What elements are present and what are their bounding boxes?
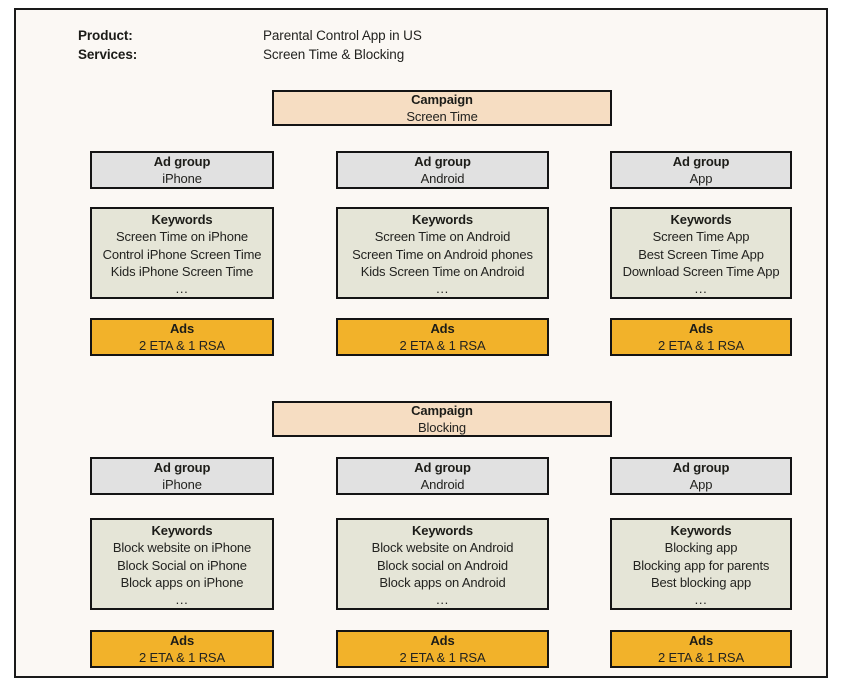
ads-detail: 2 ETA & 1 RSA — [658, 338, 744, 353]
keyword-item: Block social on Android — [377, 557, 508, 573]
keywords-ellipsis: ... — [436, 280, 449, 296]
keywords-ellipsis: ... — [694, 591, 708, 607]
services-value: Screen Time & Blocking — [263, 47, 405, 62]
keywords-ellipsis: ... — [694, 280, 708, 296]
keywords-screen-time-android[interactable]: Keywords Screen Time on Android Screen T… — [336, 207, 549, 299]
ads-detail: 2 ETA & 1 RSA — [139, 338, 225, 353]
keywords-ellipsis: ... — [175, 591, 189, 607]
ads-blocking-app[interactable]: Ads 2 ETA & 1 RSA — [610, 630, 792, 668]
ads-title: Ads — [430, 320, 455, 336]
keywords-ellipsis: ... — [175, 280, 189, 296]
keyword-item: Block website on iPhone — [112, 540, 252, 556]
ad-group-screen-time-app[interactable]: Ad group App — [610, 151, 792, 189]
keyword-item: Screen Time on iPhone — [116, 229, 248, 245]
ads-detail: 2 ETA & 1 RSA — [399, 650, 486, 665]
keyword-item: Best blocking app — [650, 574, 752, 590]
ads-title: Ads — [688, 320, 714, 336]
campaign-title: Campaign — [411, 402, 473, 418]
meta-row-services: Services: Screen Time & Blocking — [78, 47, 598, 66]
ad-group-name: App — [689, 477, 713, 492]
campaign-name: Blocking — [418, 420, 466, 435]
ad-group-name: Android — [420, 171, 465, 186]
keywords-blocking-android[interactable]: Keywords Block website on Android Block … — [336, 518, 549, 610]
keywords-screen-time-iphone[interactable]: Keywords Screen Time on iPhone Control i… — [90, 207, 274, 299]
product-label: Product: — [78, 28, 133, 43]
ads-detail: 2 ETA & 1 RSA — [658, 650, 744, 665]
ad-group-title: Ad group — [672, 153, 730, 169]
ad-group-blocking-android[interactable]: Ad group Android — [336, 457, 549, 495]
keyword-item: Screen Time on Android phones — [352, 246, 533, 262]
services-label: Services: — [78, 47, 138, 62]
ad-group-title: Ad group — [153, 459, 211, 475]
header-meta: Product: Parental Control App in US Serv… — [78, 28, 598, 66]
ads-title: Ads — [169, 320, 195, 336]
ad-group-name: iPhone — [162, 171, 202, 186]
ads-screen-time-android[interactable]: Ads 2 ETA & 1 RSA — [336, 318, 549, 356]
keywords-title: Keywords — [151, 212, 213, 228]
ads-blocking-android[interactable]: Ads 2 ETA & 1 RSA — [336, 630, 549, 668]
keyword-item: Blocking app — [664, 540, 738, 556]
keyword-item: Blocking app for parents — [632, 557, 770, 573]
keywords-screen-time-app[interactable]: Keywords Screen Time App Best Screen Tim… — [610, 207, 792, 299]
ad-group-name: Android — [420, 477, 465, 492]
keywords-title: Keywords — [412, 212, 473, 228]
diagram-frame: Product: Parental Control App in US Serv… — [14, 8, 828, 678]
product-value: Parental Control App in US — [263, 28, 422, 43]
keyword-item: Block apps on Android — [379, 574, 506, 590]
keywords-ellipsis: ... — [436, 591, 449, 607]
keyword-item: Screen Time App — [652, 229, 750, 245]
campaign-screen-time[interactable]: Campaign Screen Time — [272, 90, 612, 126]
meta-row-product: Product: Parental Control App in US — [78, 28, 598, 47]
ad-group-blocking-app[interactable]: Ad group App — [610, 457, 792, 495]
keywords-blocking-app[interactable]: Keywords Blocking app Blocking app for p… — [610, 518, 792, 610]
keywords-title: Keywords — [412, 523, 473, 539]
campaign-blocking[interactable]: Campaign Blocking — [272, 401, 612, 437]
ads-screen-time-app[interactable]: Ads 2 ETA & 1 RSA — [610, 318, 792, 356]
keyword-item: Block website on Android — [371, 540, 514, 556]
keyword-item: Best Screen Time App — [638, 246, 764, 262]
keyword-item: Kids Screen Time on Android — [360, 263, 525, 279]
keyword-item: Screen Time on Android — [374, 229, 511, 245]
ad-group-screen-time-android[interactable]: Ad group Android — [336, 151, 549, 189]
keywords-blocking-iphone[interactable]: Keywords Block website on iPhone Block S… — [90, 518, 274, 610]
keywords-title: Keywords — [670, 212, 732, 228]
keyword-item: Download Screen Time App — [622, 263, 780, 279]
ads-blocking-iphone[interactable]: Ads 2 ETA & 1 RSA — [90, 630, 274, 668]
ad-group-title: Ad group — [414, 459, 471, 475]
ad-group-screen-time-iphone[interactable]: Ad group iPhone — [90, 151, 274, 189]
keywords-title: Keywords — [151, 523, 213, 539]
ad-group-title: Ad group — [414, 153, 471, 169]
ad-group-title: Ad group — [672, 459, 730, 475]
ads-title: Ads — [688, 632, 714, 648]
ads-title: Ads — [430, 632, 455, 648]
ads-title: Ads — [169, 632, 195, 648]
keyword-item: Block apps on iPhone — [120, 574, 244, 590]
keyword-item: Block Social on iPhone — [117, 557, 247, 573]
keyword-item: Kids iPhone Screen Time — [110, 263, 254, 279]
ad-group-title: Ad group — [153, 153, 211, 169]
keyword-item: Control iPhone Screen Time — [102, 246, 262, 262]
ad-group-name: iPhone — [162, 477, 202, 492]
campaign-title: Campaign — [411, 91, 473, 107]
ads-screen-time-iphone[interactable]: Ads 2 ETA & 1 RSA — [90, 318, 274, 356]
ad-group-name: App — [689, 171, 713, 186]
campaign-name: Screen Time — [406, 109, 478, 124]
ad-group-blocking-iphone[interactable]: Ad group iPhone — [90, 457, 274, 495]
ads-detail: 2 ETA & 1 RSA — [399, 338, 486, 353]
keywords-title: Keywords — [670, 523, 732, 539]
ads-detail: 2 ETA & 1 RSA — [139, 650, 225, 665]
